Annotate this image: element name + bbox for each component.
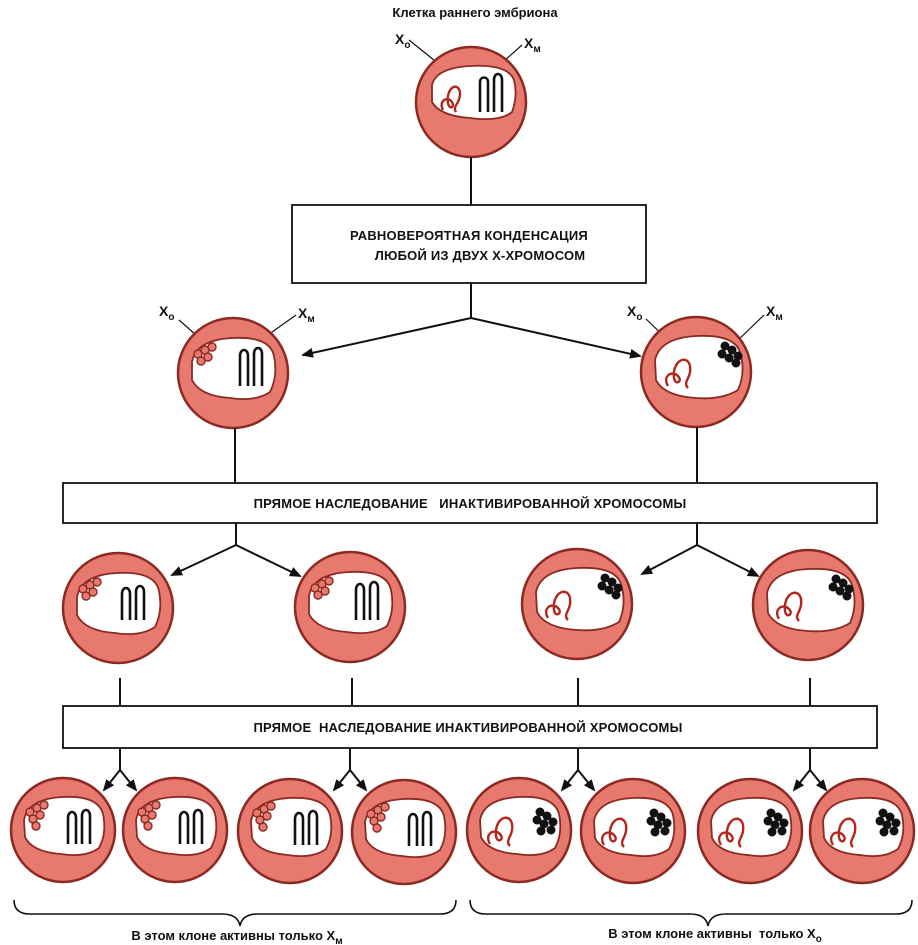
- cell-level4-8: [808, 777, 916, 885]
- svg-text:Xо: Xо: [159, 303, 174, 323]
- cell-level3-4: [751, 548, 865, 662]
- left-xo-label: Xо: [159, 303, 174, 323]
- svg-text:Xо: Xо: [627, 303, 642, 323]
- top-xo-label: Xо: [395, 31, 410, 51]
- svg-text:Xм: Xм: [524, 35, 541, 55]
- cell-level3-3: [520, 547, 634, 661]
- svg-text:ПРЯМОЕ НАСЛЕДОВАНИЕ ИНАКТИВИ: ПРЯМОЕ НАСЛЕДОВАНИЕ ИНАКТИВИРОВАННОЙ ХРО…: [254, 496, 687, 511]
- right-clone-brace: [469, 899, 913, 927]
- svg-text:В этом клоне активны только Х: В этом клоне активны только Хо: [608, 926, 822, 945]
- cell-early-embryo: [414, 45, 528, 159]
- svg-text:В этом клоне активны только Хм: В этом клоне активны только Хм: [131, 928, 342, 945]
- cell-level4-5: [465, 776, 573, 884]
- box-random-condensation: [291, 204, 647, 284]
- box-direct-inheritance-2: [62, 705, 878, 749]
- left-clone-caption: В этом клоне активны только Хм: [131, 928, 342, 945]
- left-clone-brace: [13, 899, 457, 927]
- cell-level3-1: [61, 551, 175, 665]
- cell-level2-left: [176, 316, 290, 430]
- cell-level4-3: [236, 777, 344, 885]
- diagram-title: Клетка раннего эмбриона: [392, 5, 558, 20]
- cell-level3-2: [293, 550, 407, 664]
- cell-level4-7: [696, 777, 804, 885]
- cell-level4-1: [9, 776, 117, 884]
- svg-text:Xо: Xо: [395, 31, 410, 51]
- left-xm-label: Xм: [298, 305, 315, 325]
- svg-text:ЛЮБОЙ ИЗ ДВУХ Х-ХРОМОСОМ: ЛЮБОЙ ИЗ ДВУХ Х-ХРОМОСОМ: [375, 248, 586, 263]
- svg-text:РАВНОВЕРОЯТНАЯ КОНДЕНСАЦИЯ: РАВНОВЕРОЯТНАЯ КОНДЕНСАЦИЯ: [350, 228, 588, 243]
- cell-level4-4: [350, 778, 458, 886]
- top-xm-label: Xм: [524, 35, 541, 55]
- right-xm-label: Xм: [766, 303, 783, 323]
- box-direct-inheritance-1: [62, 482, 878, 524]
- svg-text:Xм: Xм: [766, 303, 783, 323]
- svg-text:ПРЯМОЕ НАСЛЕДОВАНИЕ ИНАКТИВИР: ПРЯМОЕ НАСЛЕДОВАНИЕ ИНАКТИВИРОВАННОЙ ХРО…: [253, 720, 682, 735]
- right-xo-label: Xо: [627, 303, 642, 323]
- cell-level2-right: [639, 315, 753, 429]
- right-clone-caption: В этом клоне активны только Хо: [608, 926, 822, 945]
- svg-text:Xм: Xм: [298, 305, 315, 325]
- cell-level4-2: [121, 776, 229, 884]
- cell-level4-6: [579, 777, 687, 885]
